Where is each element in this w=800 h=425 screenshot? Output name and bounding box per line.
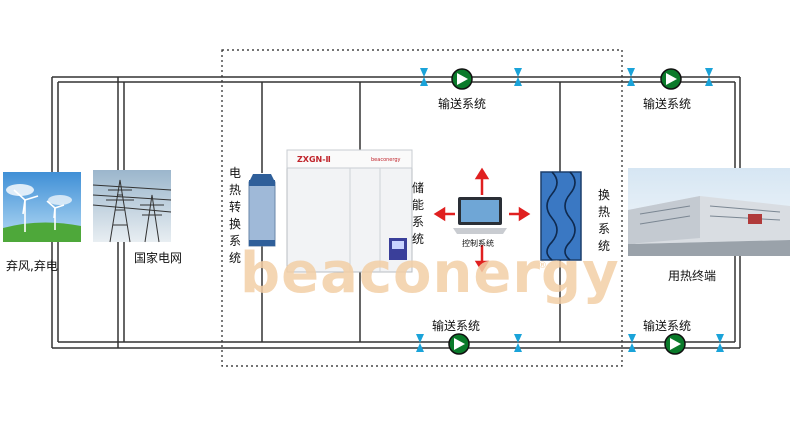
national-grid-label: 国家电网 [134, 251, 183, 265]
cabinet-brand-label: beaconergy [371, 157, 401, 163]
control-signal-arrows [433, 167, 531, 273]
transport-label-bottom-right: 输送系统 [643, 319, 692, 333]
cabinet-model-label: ZXGN-Ⅱ [297, 155, 331, 164]
laptop-icon [453, 197, 507, 234]
valve-icon[interactable] [705, 68, 713, 86]
registered-mark: ® [538, 261, 547, 271]
transport-label-top-right: 输送系统 [643, 97, 692, 111]
pump-icon[interactable] [451, 68, 473, 90]
valve-icon[interactable] [416, 334, 424, 352]
wind-farm-image [3, 172, 81, 242]
valve-icon[interactable] [514, 334, 522, 352]
valve-icon[interactable] [716, 334, 724, 352]
heat-exchanger-icon [540, 171, 582, 261]
storage-system-boundary [221, 49, 623, 367]
valve-icon[interactable] [420, 68, 428, 86]
energy-storage-label: 储能系统 [411, 181, 424, 246]
energy-storage-cabinet-image: ZXGN-Ⅱ beaconergy [286, 149, 413, 273]
control-system-label: 控制系统 [462, 239, 494, 248]
pump-icon[interactable] [448, 333, 470, 355]
electric-heat-converter-label: 电热转换系统 [228, 166, 241, 265]
factory-building-image [628, 168, 790, 256]
transport-label-top-center: 输送系统 [438, 97, 487, 111]
valve-icon[interactable] [628, 334, 636, 352]
wind-power-label: 弃风,弃电 [6, 259, 58, 273]
pump-icon[interactable] [664, 333, 686, 355]
heat-user-label: 用热终端 [668, 269, 717, 283]
power-tower-image [92, 170, 172, 243]
brand-watermark: beaconergy [240, 241, 620, 306]
pump-icon[interactable] [660, 68, 682, 90]
valve-icon[interactable] [627, 68, 635, 86]
heat-exchange-label: 换热系统 [597, 188, 610, 253]
transport-label-bottom-center: 输送系统 [432, 319, 481, 333]
electric-heat-converter-icon [248, 174, 276, 247]
valve-icon[interactable] [514, 68, 522, 86]
